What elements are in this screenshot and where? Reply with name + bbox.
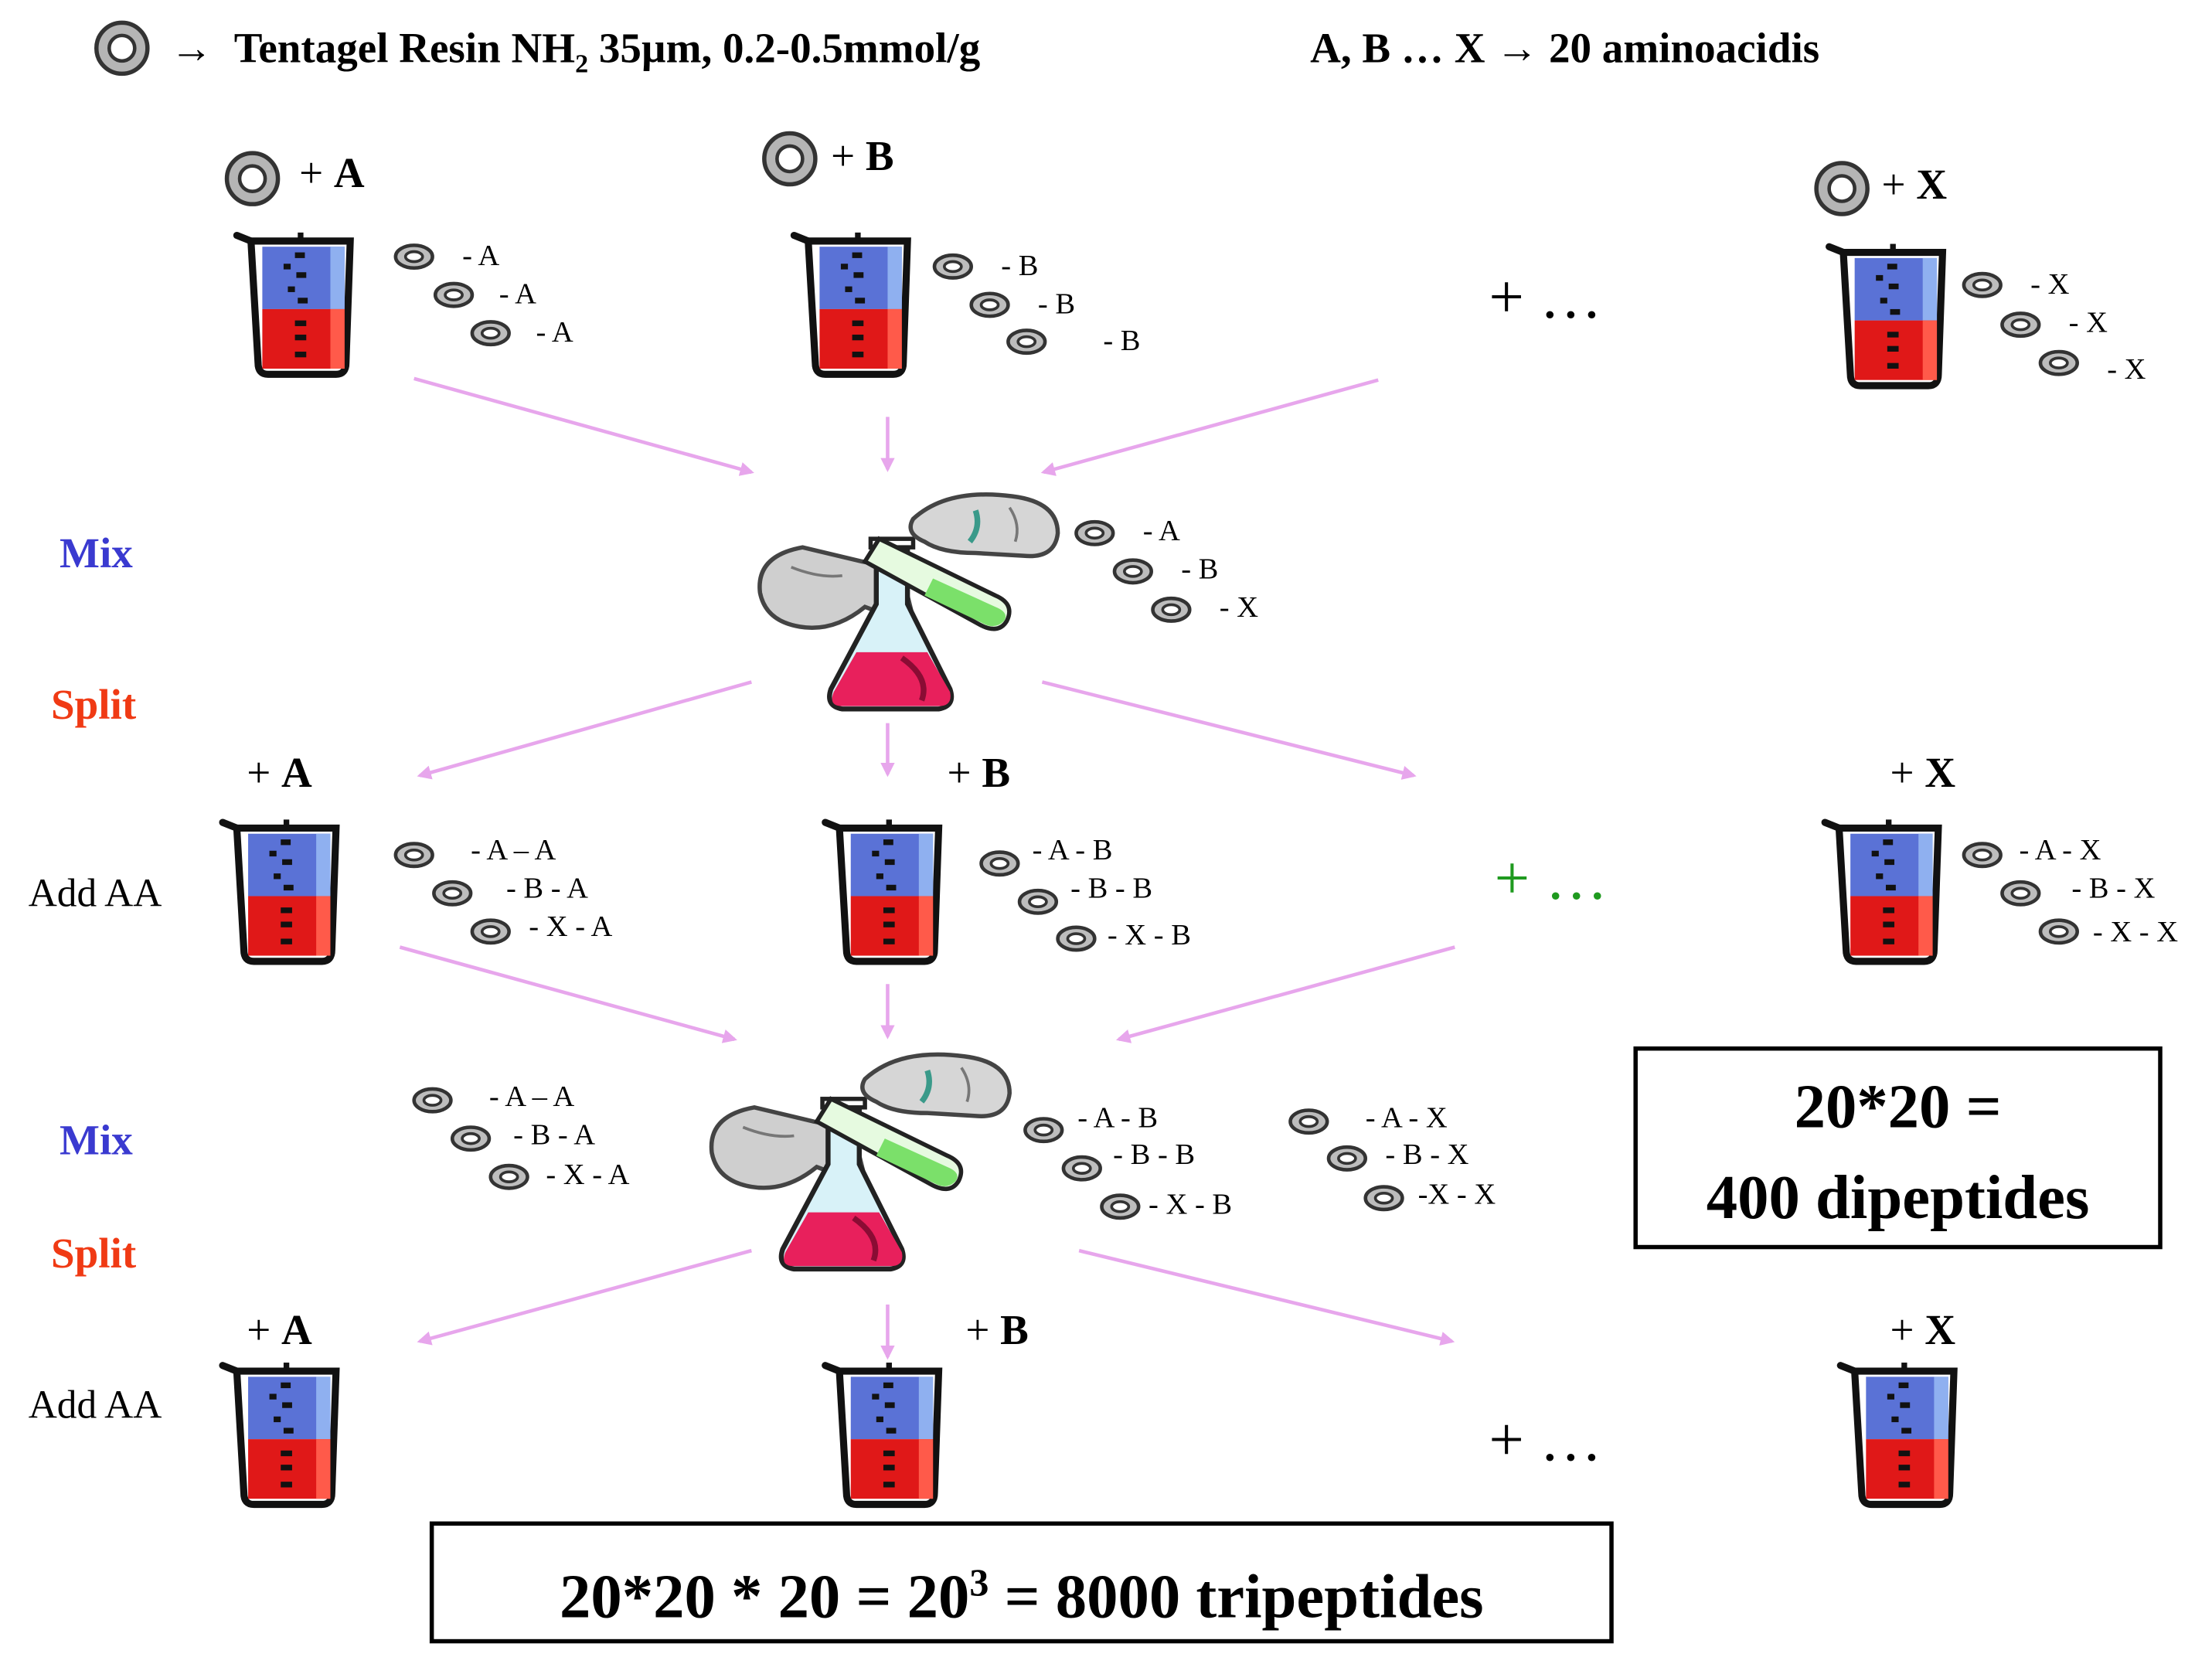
add-aa-label: Add AA — [28, 1383, 162, 1428]
chain-label: - X - B — [1107, 917, 1191, 952]
split-label: Split — [51, 1230, 137, 1278]
arrow-group — [417, 680, 1417, 780]
chain-label: - A – A — [488, 1079, 575, 1114]
mixing-flask-icon — [760, 495, 1058, 709]
beaker-icon — [223, 819, 336, 961]
arrow-group — [399, 945, 1455, 1043]
arrow-icon: → — [1496, 26, 1539, 73]
chain-label: - X - B — [1149, 1186, 1233, 1221]
beaker-icon — [825, 1363, 939, 1504]
chain-label: - X - X — [2092, 914, 2179, 949]
chain-label: - B - X — [2071, 870, 2156, 905]
chain-label: - X - A — [529, 908, 613, 944]
mix-label: Mix — [60, 530, 133, 577]
chain-label: - A — [499, 276, 536, 311]
dipeptides-box: 20*20 = 400 dipeptides — [1633, 1046, 2163, 1250]
beaker-icon — [1840, 1363, 1954, 1504]
chain-label: - X — [2030, 266, 2070, 301]
resin-bead-icon — [1816, 163, 1867, 214]
add-aa-label: Add AA — [28, 872, 162, 917]
chain-label: - B - B — [1070, 870, 1153, 905]
more-label: + … — [1489, 1405, 1602, 1475]
add-x-label: + X — [1890, 1307, 1956, 1355]
header-aminoacids: A, B … X → 20 aminoacidis — [1310, 26, 1820, 73]
chain-label: - A — [462, 238, 500, 273]
add-a-label: + A — [299, 150, 365, 198]
beaker-icon — [1825, 819, 1938, 961]
beaker-icon — [825, 819, 939, 961]
add-b-label: + B — [965, 1307, 1029, 1355]
chain-label: - A - B — [1032, 832, 1113, 866]
more-label: + … — [1489, 262, 1602, 332]
add-a-label: + A — [247, 1307, 312, 1355]
chain-label: - A — [1142, 513, 1180, 548]
beaker-icon — [794, 233, 907, 374]
more-label: + … — [1494, 843, 1608, 914]
mix-label: Mix — [60, 1117, 133, 1165]
arrow-icon: → — [170, 26, 213, 73]
beaker-icon — [1829, 244, 1943, 386]
add-x-label: + X — [1890, 750, 1956, 798]
dipeptides-line2: 400 dipeptides — [1706, 1162, 2090, 1233]
tripeptides-box: 20*20 * 20 = 203 = 8000 tripeptides — [429, 1521, 1614, 1644]
chain-label: - B — [1103, 323, 1141, 358]
arrow-group — [413, 376, 1379, 476]
beaker-icon — [237, 233, 350, 374]
chain-label: - X — [2107, 351, 2146, 386]
beaker-icon — [223, 1363, 336, 1504]
add-x-label: + X — [1881, 162, 1948, 209]
arrow-group — [417, 1248, 1455, 1360]
mixing-flask-icon — [712, 1054, 1010, 1269]
chain-label: - A — [536, 315, 573, 349]
chain-label: - A – A — [471, 832, 556, 866]
chain-label: - B - B — [1113, 1137, 1196, 1172]
resin-bead-icon — [764, 133, 815, 184]
chain-label: - B - X — [1385, 1137, 1469, 1172]
chain-label: - A - B — [1077, 1100, 1159, 1135]
add-b-label: + B — [831, 133, 894, 180]
split-label: Split — [51, 682, 137, 729]
chain-label: - B — [1037, 286, 1076, 321]
chain-label: - X — [2068, 305, 2108, 339]
chain-label: - X — [1219, 590, 1259, 624]
add-a-label: + A — [247, 750, 312, 798]
chain-label: - X - A — [546, 1157, 630, 1192]
chain-label: -X - X — [1417, 1176, 1496, 1211]
bead-group — [396, 245, 2078, 374]
chain-label: - B - A — [513, 1117, 596, 1152]
chain-label: - A - X — [1365, 1100, 1448, 1135]
resin-bead-icon — [227, 153, 278, 204]
resin-bead-icon — [97, 22, 148, 73]
header-resin: → Tentagel Resin NH2 35µm, 0.2-0.5mmol/g — [170, 26, 981, 80]
chain-label: - B — [1001, 248, 1039, 283]
chain-label: - B — [1181, 551, 1219, 586]
add-b-label: + B — [947, 750, 1011, 798]
chain-label: - B - A — [505, 870, 588, 905]
dipeptides-line1: 20*20 = — [1794, 1071, 2002, 1142]
chain-label: - A - X — [2019, 832, 2101, 866]
bead-group — [396, 844, 2078, 951]
